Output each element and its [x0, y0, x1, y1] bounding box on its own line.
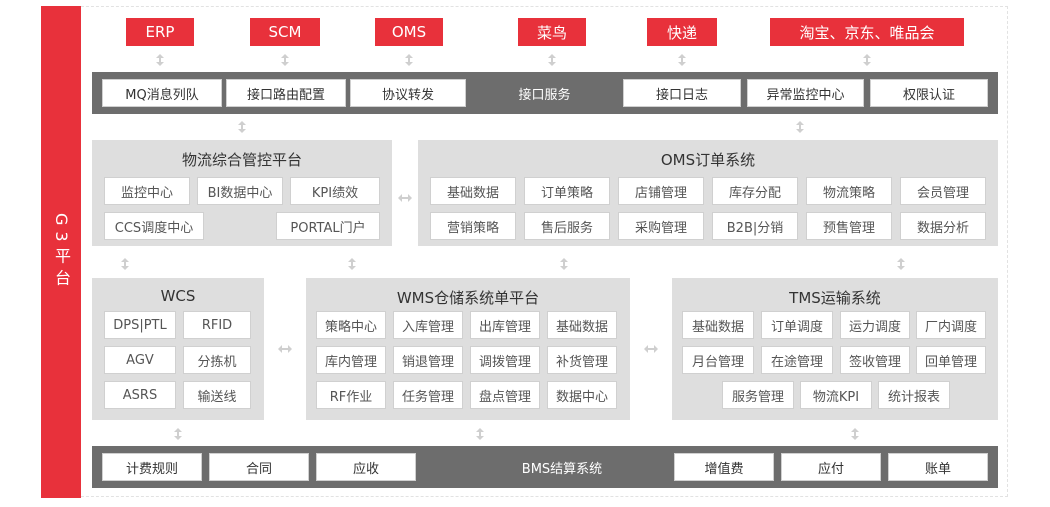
- module-item: 库内管理: [316, 346, 386, 374]
- double-arrow-icon: [476, 428, 484, 440]
- double-arrow-icon: [548, 54, 556, 66]
- module-item: 基础数据: [682, 311, 754, 339]
- tms-panel: TMS运输系统 基础数据 订单调度 运力调度 厂内调度 月台管理 在途管理 签收…: [672, 278, 998, 420]
- bms-item: 增值费: [674, 453, 774, 481]
- module-item: 销退管理: [393, 346, 463, 374]
- module-item: 任务管理: [393, 381, 463, 409]
- module-item: 订单策略: [524, 177, 610, 205]
- double-arrow-horizontal-icon: [644, 345, 658, 353]
- module-item: RF作业: [316, 381, 386, 409]
- module-item: 基础数据: [547, 311, 617, 339]
- module-item: 补货管理: [547, 346, 617, 374]
- module-item: 物流KPI: [800, 381, 872, 409]
- interface-service-bar: MQ消息列队 接口路由配置 协议转发 接口服务 接口日志 异常监控中心 权限认证: [92, 72, 998, 114]
- module-item: 调拨管理: [470, 346, 540, 374]
- module-item: 数据中心: [547, 381, 617, 409]
- bms-item: 应付: [781, 453, 881, 481]
- double-arrow-horizontal-icon: [278, 345, 292, 353]
- module-item: 会员管理: [900, 177, 986, 205]
- double-arrow-icon: [121, 258, 129, 270]
- bms-settlement-label: BMS结算系统: [521, 461, 603, 477]
- bms-item: 合同: [209, 453, 309, 481]
- double-arrow-icon: [281, 54, 289, 66]
- module-item: 盘点管理: [470, 381, 540, 409]
- module-item: 监控中心: [104, 177, 190, 205]
- double-arrow-icon: [678, 54, 686, 66]
- module-item: 签收管理: [840, 346, 910, 374]
- oms-system-panel: OMS订单系统 基础数据 订单策略 店铺管理 库存分配 物流策略 会员管理 营销…: [418, 140, 998, 246]
- module-item: 库存分配: [712, 177, 798, 205]
- module-item: B2B|分销: [712, 212, 798, 240]
- panel-title: WMS仓储系统单平台: [396, 289, 540, 307]
- module-item: ASRS: [104, 381, 176, 409]
- interface-item: 异常监控中心: [747, 79, 864, 107]
- interface-item: 协议转发: [350, 79, 466, 107]
- wcs-panel: WCS DPS|PTL RFID AGV 分拣机 ASRS 输送线: [92, 278, 264, 420]
- system-express: 快递: [647, 18, 717, 46]
- logistics-platform-panel: 物流综合管控平台 监控中心 BI数据中心 KPI绩效 CCS调度中心 PORTA…: [92, 140, 392, 246]
- module-item: 店铺管理: [618, 177, 704, 205]
- interface-service-label: 接口服务: [518, 87, 571, 103]
- system-scm: SCM: [250, 18, 320, 46]
- module-item: KPI绩效: [290, 177, 380, 205]
- panel-title: WCS: [160, 287, 196, 305]
- system-cainiao: 菜鸟: [518, 18, 586, 46]
- module-item: PORTAL门户: [276, 212, 380, 240]
- module-item: 预售管理: [806, 212, 892, 240]
- double-arrow-icon: [174, 428, 182, 440]
- bms-item: 计费规则: [102, 453, 202, 481]
- double-arrow-icon: [348, 258, 356, 270]
- module-item: 厂内调度: [916, 311, 986, 339]
- module-item: 订单调度: [761, 311, 833, 339]
- double-arrow-icon: [897, 258, 905, 270]
- module-item: 运力调度: [840, 311, 910, 339]
- module-item: 服务管理: [722, 381, 794, 409]
- module-item: 售后服务: [524, 212, 610, 240]
- double-arrow-horizontal-icon: [398, 194, 412, 202]
- system-erp: ERP: [126, 18, 194, 46]
- module-item: 出库管理: [470, 311, 540, 339]
- double-arrow-icon: [405, 54, 413, 66]
- double-arrow-icon: [238, 121, 246, 133]
- wms-panel: WMS仓储系统单平台 策略中心 入库管理 出库管理 基础数据 库内管理 销退管理…: [306, 278, 630, 420]
- platform-label: G3平台: [52, 212, 71, 292]
- module-item: 物流策略: [806, 177, 892, 205]
- module-item: 数据分析: [900, 212, 986, 240]
- module-item: 基础数据: [430, 177, 516, 205]
- module-item: BI数据中心: [197, 177, 283, 205]
- panel-title: OMS订单系统: [660, 151, 756, 169]
- double-arrow-icon: [156, 54, 164, 66]
- module-item: 月台管理: [682, 346, 754, 374]
- panel-title: 物流综合管控平台: [181, 151, 302, 169]
- module-item: 输送线: [183, 381, 251, 409]
- module-item: RFID: [183, 311, 251, 339]
- module-item: 分拣机: [183, 346, 251, 374]
- system-ecommerce: 淘宝、京东、唯品会: [770, 18, 964, 46]
- module-item: 策略中心: [316, 311, 386, 339]
- system-oms: OMS: [375, 18, 443, 46]
- module-item: AGV: [104, 346, 176, 374]
- interface-item: 接口日志: [623, 79, 741, 107]
- bms-settlement-bar: 计费规则 合同 应收 BMS结算系统 增值费 应付 账单: [92, 446, 998, 488]
- module-item: 统计报表: [878, 381, 950, 409]
- bms-item: 账单: [888, 453, 988, 481]
- panel-title: TMS运输系统: [789, 289, 881, 307]
- interface-item: 接口路由配置: [226, 79, 346, 107]
- module-item: 采购管理: [618, 212, 704, 240]
- double-arrow-icon: [851, 428, 859, 440]
- double-arrow-icon: [560, 258, 568, 270]
- bms-item: 应收: [316, 453, 416, 481]
- module-item: DPS|PTL: [104, 311, 176, 339]
- module-item: CCS调度中心: [104, 212, 204, 240]
- interface-item: MQ消息列队: [102, 79, 222, 107]
- module-item: 营销策略: [430, 212, 516, 240]
- double-arrow-icon: [863, 54, 871, 66]
- module-item: 入库管理: [393, 311, 463, 339]
- double-arrow-icon: [796, 121, 804, 133]
- module-item: 在途管理: [761, 346, 833, 374]
- platform-sidebar: G3平台: [41, 6, 81, 498]
- interface-item: 权限认证: [870, 79, 988, 107]
- module-item: 回单管理: [916, 346, 986, 374]
